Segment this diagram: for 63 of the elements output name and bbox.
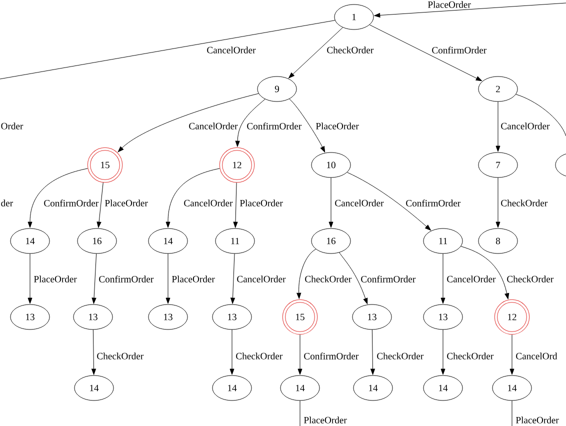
edge-label: CheckOrder <box>326 46 374 54</box>
arrow <box>230 254 236 304</box>
line <box>516 94 566 136</box>
arrow <box>296 248 316 299</box>
arrow <box>28 254 32 304</box>
edge-label: CancelOrder <box>334 199 384 207</box>
edge-label: PlaceOrder <box>315 122 360 130</box>
edge-label: ConfirmOrder <box>246 122 302 130</box>
arrow <box>288 27 344 78</box>
arrow <box>369 24 482 82</box>
edge-label: CancelOrder <box>206 46 256 54</box>
arrow <box>440 254 446 304</box>
edge-label: ConfirmOrder <box>360 275 416 283</box>
arrow <box>496 178 500 228</box>
text-label: Order <box>0 122 24 130</box>
edge-label: CheckOrder <box>96 352 144 360</box>
arrow <box>339 252 368 304</box>
arrow <box>460 246 510 300</box>
edge-label: CancelOrd <box>515 352 558 360</box>
arrow <box>440 330 446 375</box>
edge-label: CancelOrder <box>183 199 234 207</box>
edge-label: ConfirmOrder <box>303 352 360 360</box>
edge-label: CheckOrder <box>446 352 494 360</box>
edge-label: CheckOrder <box>376 352 424 360</box>
arrow <box>230 330 234 375</box>
arrow <box>233 182 238 228</box>
text-label: der <box>0 199 14 207</box>
arrow <box>346 172 431 230</box>
edge-label: ConfirmOrder <box>405 199 462 207</box>
edge-label: CheckOrder <box>506 275 554 283</box>
edge-label: CheckOrder <box>304 275 352 283</box>
edge-label: ConfirmOrder <box>431 46 488 54</box>
edge-label: CancelOrder <box>188 122 238 130</box>
edge-label: PlaceOrder <box>427 0 472 8</box>
edge-label: CancelOrder <box>500 122 550 130</box>
edge-label: CheckOrder <box>235 352 284 360</box>
arrow <box>166 254 170 304</box>
edge-label: PlaceOrder <box>171 275 216 283</box>
arrow <box>91 330 96 375</box>
arrow <box>28 168 88 228</box>
edge-label: PlaceOrder <box>104 199 148 207</box>
arrow <box>370 330 375 375</box>
edge-label: PlaceOrder <box>303 416 348 424</box>
edge-label: PlaceOrder <box>33 275 78 283</box>
line <box>0 20 336 80</box>
arrow <box>328 178 334 228</box>
edge-label: PlaceOrder <box>239 199 284 207</box>
arrow <box>298 334 302 375</box>
edge-label: CancelOrder <box>236 275 286 283</box>
edge-label: ConfirmOrder <box>43 199 100 207</box>
arrow <box>235 98 266 147</box>
arrow <box>374 2 566 18</box>
edge-label: ConfirmOrder <box>98 275 154 283</box>
arrow <box>96 182 104 228</box>
arrow <box>289 98 326 152</box>
edge-label: PlaceOrder <box>515 416 560 424</box>
edge-label: CheckOrder <box>500 199 548 207</box>
edge-label: CancelOrder <box>446 275 496 283</box>
arrow <box>92 254 97 304</box>
arrow <box>118 93 259 152</box>
arrow <box>510 334 514 375</box>
arrow <box>166 168 220 228</box>
arrow <box>496 102 500 152</box>
